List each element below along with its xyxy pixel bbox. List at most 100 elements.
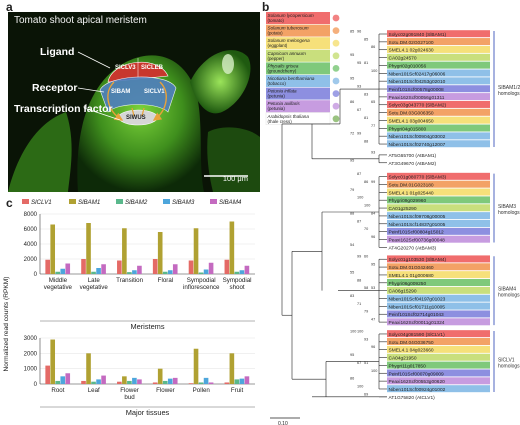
leaf-label-box xyxy=(387,116,490,124)
leaf-label: AT5G65700 (AtBAM1) xyxy=(389,153,437,159)
bootstrap-value: 86 xyxy=(350,100,354,104)
bar xyxy=(137,379,142,384)
clade-label: SlBAM3 xyxy=(498,204,516,210)
leaf-label: Solyc03g043770 (SlBAM2) xyxy=(389,103,447,109)
bootstrap-value: 58 xyxy=(364,286,368,290)
leaf-label: Peinf101Scf02714g01043 xyxy=(389,312,445,318)
bar xyxy=(224,259,230,274)
bootstrap-value: 79 xyxy=(364,310,368,314)
leaf-label: Phygri04g015800 xyxy=(389,126,427,132)
legend-series-name: SlBAM2 xyxy=(125,199,148,206)
legend-plant-icon xyxy=(332,27,340,34)
leaf-label-box xyxy=(387,85,490,93)
bootstrap-value: 100 xyxy=(350,329,356,333)
bar xyxy=(193,228,199,274)
bar xyxy=(198,382,204,384)
leaf-label: Niben101Scf04253g02010 xyxy=(389,79,446,85)
bar xyxy=(234,379,240,384)
bar xyxy=(152,259,158,274)
bootstrap-value: 47 xyxy=(371,318,375,322)
legend-swatch xyxy=(266,75,330,87)
x-tick-label: Fruit xyxy=(231,387,244,394)
legend-swatch xyxy=(266,12,330,24)
bar xyxy=(50,224,56,274)
bar xyxy=(50,339,56,384)
leaf-label-box xyxy=(387,69,490,77)
clade-label: SlBAM4 xyxy=(498,287,516,293)
legend-series-name: SlBAM3 xyxy=(172,199,195,206)
bootstrap-value: 55 xyxy=(350,270,354,274)
y-tick-label: 4000 xyxy=(24,242,38,248)
clade-label: SlBAM1/2 xyxy=(498,85,520,91)
leaf-label-box xyxy=(387,286,490,294)
leaf-label-box xyxy=(387,212,490,220)
bootstrap-value: 86 xyxy=(371,45,375,49)
bar xyxy=(152,382,158,384)
legend-common-name: (thale cress) xyxy=(268,119,293,124)
meristem-illustration xyxy=(8,50,260,192)
tree-scale-label: 0.10 xyxy=(278,421,288,425)
legend-species: Capsicum annuum xyxy=(268,51,306,56)
leaf-label-box xyxy=(387,196,490,204)
legend-plant-icon xyxy=(332,14,340,22)
bootstrap-value: 100 xyxy=(357,384,363,388)
bar xyxy=(162,271,168,274)
leaf-label-box xyxy=(387,38,490,46)
leaf-label-box xyxy=(387,377,490,385)
bar xyxy=(127,272,132,274)
clade-label-sub: homologs xyxy=(498,363,520,369)
bar xyxy=(172,264,178,274)
leaf-label: Niben101Scf00924g01002 xyxy=(389,387,446,393)
leaf-label-box xyxy=(387,385,490,393)
leaf-label-box xyxy=(387,255,490,263)
leaf-label-box xyxy=(387,45,490,53)
bootstrap-value: 81 xyxy=(364,61,368,65)
transcription-factor-label: Transcription factor xyxy=(14,103,113,115)
panel-b-letter: b xyxy=(262,0,270,14)
bootstrap-value: 95 xyxy=(357,61,361,65)
bootstrap-value: 53 xyxy=(371,286,375,290)
leaf-primordium-right xyxy=(190,50,251,114)
bar xyxy=(229,221,235,274)
bar xyxy=(198,272,204,274)
bar xyxy=(239,270,245,274)
bootstrap-value: 100 xyxy=(371,369,377,373)
bar xyxy=(172,377,178,384)
bootstrap-value: 99 xyxy=(357,255,361,259)
legend-swatch xyxy=(266,37,330,50)
bar xyxy=(244,376,250,384)
bar xyxy=(132,377,137,384)
bar xyxy=(101,264,106,274)
x-tick-label: Late xyxy=(88,277,101,284)
leaf-label: SMEL4.1 04g023660 xyxy=(389,348,434,354)
bootstrap-value: 95 xyxy=(350,353,354,357)
bootstrap-value: 85 xyxy=(350,30,354,34)
legend-plant-icon xyxy=(332,102,340,110)
legend-common-name: (petunia) xyxy=(268,94,286,99)
leaf-label-box xyxy=(387,345,490,353)
x-tick-label: bud xyxy=(124,394,135,401)
legend-common-name: (eggplant) xyxy=(268,43,288,48)
leaf-label: Niben101Scf01711g10005 xyxy=(389,304,446,310)
leaf-label: Phygri11g017850 xyxy=(389,363,427,369)
clade-label-sub: homologs xyxy=(498,210,520,216)
bootstrap-value: 93 xyxy=(357,85,361,89)
leaf-label: Niben101Scf02417g06006 xyxy=(389,71,446,77)
leaf-label-box xyxy=(387,132,490,140)
leaf-label-box xyxy=(387,353,490,361)
leaf-label-box xyxy=(387,100,490,108)
y-tick-label: 6000 xyxy=(24,227,38,233)
leaf-label-box xyxy=(387,279,490,286)
bar xyxy=(117,381,122,384)
legend-swatch xyxy=(69,199,76,204)
x-tick-label: Root xyxy=(51,387,64,394)
x-tick-label: Sympodial xyxy=(187,277,216,284)
bar xyxy=(91,271,96,274)
slcleb-label: SlCLEB xyxy=(141,65,164,71)
bar xyxy=(157,368,163,384)
legend-swatch xyxy=(163,199,170,204)
legend-species: Arabidopsis thaliana xyxy=(267,114,310,119)
legend-swatch xyxy=(266,24,330,37)
bootstrap-value: 83 xyxy=(350,294,354,298)
